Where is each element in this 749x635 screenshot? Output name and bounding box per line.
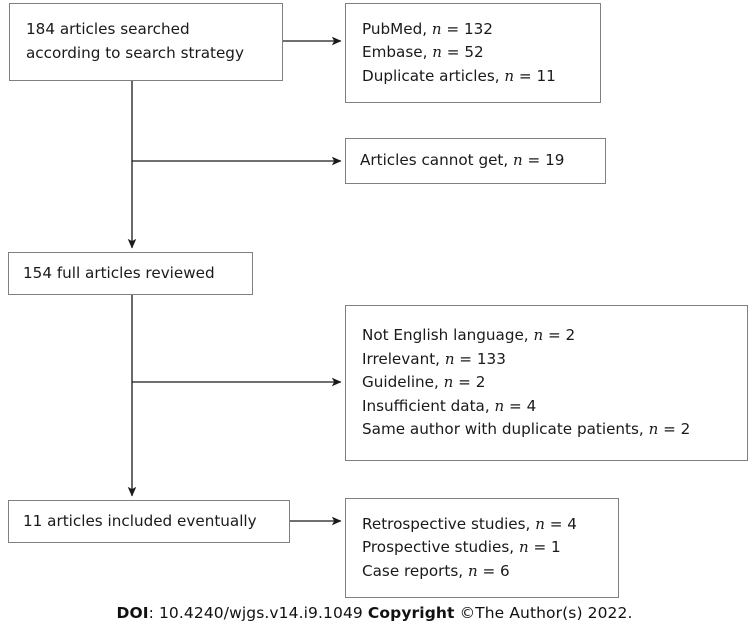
equals: = xyxy=(544,514,568,533)
n-symbol: n xyxy=(432,43,442,62)
doi-separator: : xyxy=(148,604,159,622)
equals: = xyxy=(658,420,681,439)
equals: = xyxy=(543,326,566,345)
node-search-sources: PubMed, n = 132 Embase, n = 52 Duplicate… xyxy=(345,3,601,103)
line-label: Same author with duplicate patients, xyxy=(362,420,649,439)
equals: = xyxy=(514,66,537,85)
equals: = xyxy=(477,561,501,580)
n-symbol: n xyxy=(513,151,523,170)
n-symbol: n xyxy=(533,326,544,345)
line-label: Insufficient data, xyxy=(362,396,495,415)
node-articles-cannot-get: Articles cannot get, n = 19 xyxy=(345,138,606,184)
node-articles-searched: 184 articles searched according to searc… xyxy=(9,3,283,81)
n-symbol: n xyxy=(494,396,505,415)
equals: = xyxy=(453,373,476,392)
equals: = xyxy=(454,349,477,368)
node-articles-included: 11 articles included eventually xyxy=(8,500,290,543)
node-line: Prospective studies, n = 1 xyxy=(346,536,618,560)
node-line: 11 articles included eventually xyxy=(23,511,257,530)
line-label: Retrospective studies, xyxy=(362,514,536,533)
line-value: 2 xyxy=(565,326,576,345)
line-value: 4 xyxy=(567,514,577,533)
copyright-label: Copyright xyxy=(367,604,455,622)
node-line: according to search strategy xyxy=(26,44,244,62)
line-value: 19 xyxy=(545,151,565,170)
copyright-value: ©The Author(s) 2022. xyxy=(459,604,633,622)
node-line: Articles cannot get, n = 19 xyxy=(346,149,605,173)
line-label: Case reports, xyxy=(362,561,468,580)
line-value: 133 xyxy=(476,349,506,368)
line-value: 132 xyxy=(463,19,493,38)
n-symbol: n xyxy=(467,561,478,580)
line-value: 2 xyxy=(680,420,691,439)
line-label: Prospective studies, xyxy=(362,538,519,557)
n-symbol: n xyxy=(535,514,545,533)
node-line: Guideline, n = 2 xyxy=(346,371,747,395)
node-line: 154 full articles reviewed xyxy=(23,263,215,282)
node-line: Retrospective studies, n = 4 xyxy=(346,513,618,537)
node-line: Case reports, n = 6 xyxy=(346,560,618,584)
node-line: 184 articles searched xyxy=(26,20,190,39)
node-line: Irrelevant, n = 133 xyxy=(346,348,747,372)
line-label: Guideline, xyxy=(362,373,444,392)
equals: = xyxy=(441,19,464,38)
node-line: Same author with duplicate patients, n =… xyxy=(346,418,747,442)
n-symbol: n xyxy=(431,19,442,38)
line-label: Embase, xyxy=(362,43,433,62)
line-label: Not English language, xyxy=(362,326,534,345)
line-label: Irrelevant, xyxy=(362,349,445,368)
node-exclusion-reasons: Not English language, n = 2 Irrelevant, … xyxy=(345,305,748,461)
equals: = xyxy=(528,538,552,557)
line-label: PubMed, xyxy=(362,19,432,38)
equals: = xyxy=(441,43,465,62)
node-line: Duplicate articles, n = 11 xyxy=(346,65,600,89)
line-label: Articles cannot get, xyxy=(360,151,514,170)
n-symbol: n xyxy=(444,349,455,368)
line-value: 2 xyxy=(475,373,486,392)
doi-value: 10.4240/wjgs.v14.i9.1049 xyxy=(158,604,363,622)
line-value: 11 xyxy=(536,66,556,85)
equals: = xyxy=(522,151,546,170)
node-study-types: Retrospective studies, n = 4 Prospective… xyxy=(345,498,619,598)
node-line: Insufficient data, n = 4 xyxy=(346,395,747,419)
line-value: 52 xyxy=(464,43,484,62)
doi-label: DOI xyxy=(116,604,149,622)
node-full-articles-reviewed: 154 full articles reviewed xyxy=(8,252,253,295)
node-line: Embase, n = 52 xyxy=(346,41,600,65)
line-value: 1 xyxy=(551,538,561,557)
n-symbol: n xyxy=(648,420,659,439)
n-symbol: n xyxy=(443,373,454,392)
line-value: 4 xyxy=(526,396,537,415)
node-line: Not English language, n = 2 xyxy=(346,324,747,348)
node-line: PubMed, n = 132 xyxy=(346,18,600,42)
line-label: Duplicate articles, xyxy=(362,66,505,85)
figure-footer: DOI: 10.4240/wjgs.v14.i9.1049 Copyright … xyxy=(0,604,749,622)
n-symbol: n xyxy=(504,66,515,85)
line-value: 6 xyxy=(500,561,510,580)
n-symbol: n xyxy=(518,538,529,557)
equals: = xyxy=(504,396,527,415)
